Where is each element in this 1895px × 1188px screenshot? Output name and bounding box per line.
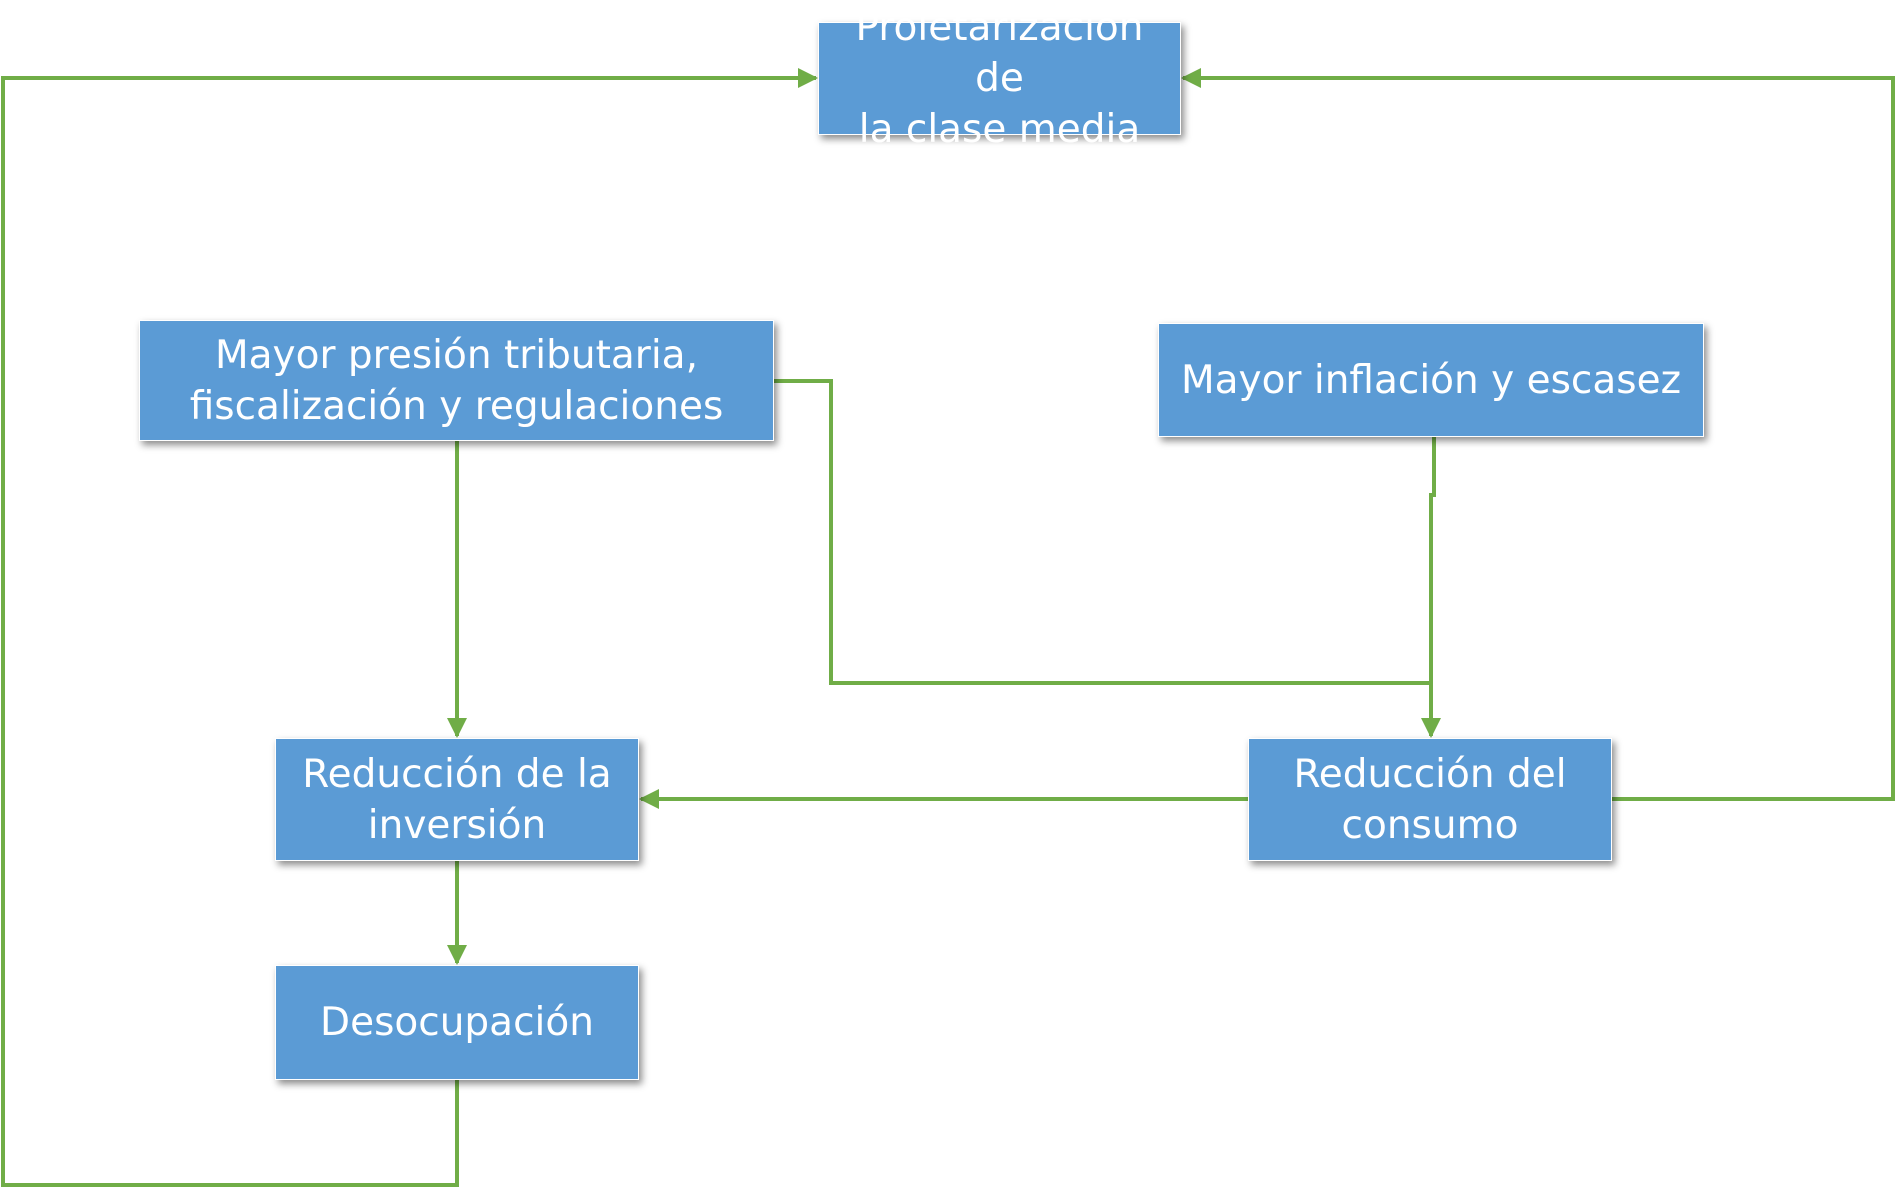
edge-presion-to-consumo (774, 379, 1431, 685)
node-label: Reducción de la inversión (302, 751, 612, 848)
node-label: Proletarización de la clase media (855, 5, 1144, 152)
node-label: Mayor presión tributaria, fiscalización … (189, 332, 724, 429)
node-reduccion-consumo: Reducción del consumo (1248, 738, 1612, 861)
node-proletarizacion: Proletarización de la clase media (818, 5, 1181, 152)
node-desocupacion: Desocupación (275, 965, 639, 1080)
node-label: Desocupación (320, 1000, 594, 1045)
edge-consumo-to-proletarizacion (1181, 68, 1895, 801)
node-label: Reducción del consumo (1293, 751, 1567, 848)
node-label: Mayor inflación y escasez (1180, 357, 1682, 403)
edge-inflacion-to-consumo (1421, 437, 1441, 738)
edge-desocupacion-to-proletarizacion (1, 68, 818, 1187)
node-mayor-presion-tributaria: Mayor presión tributaria, fiscalización … (139, 320, 774, 441)
node-mayor-inflacion: Mayor inflación y escasez (1158, 323, 1704, 437)
node-reduccion-inversion: Reducción de la inversión (275, 738, 639, 861)
